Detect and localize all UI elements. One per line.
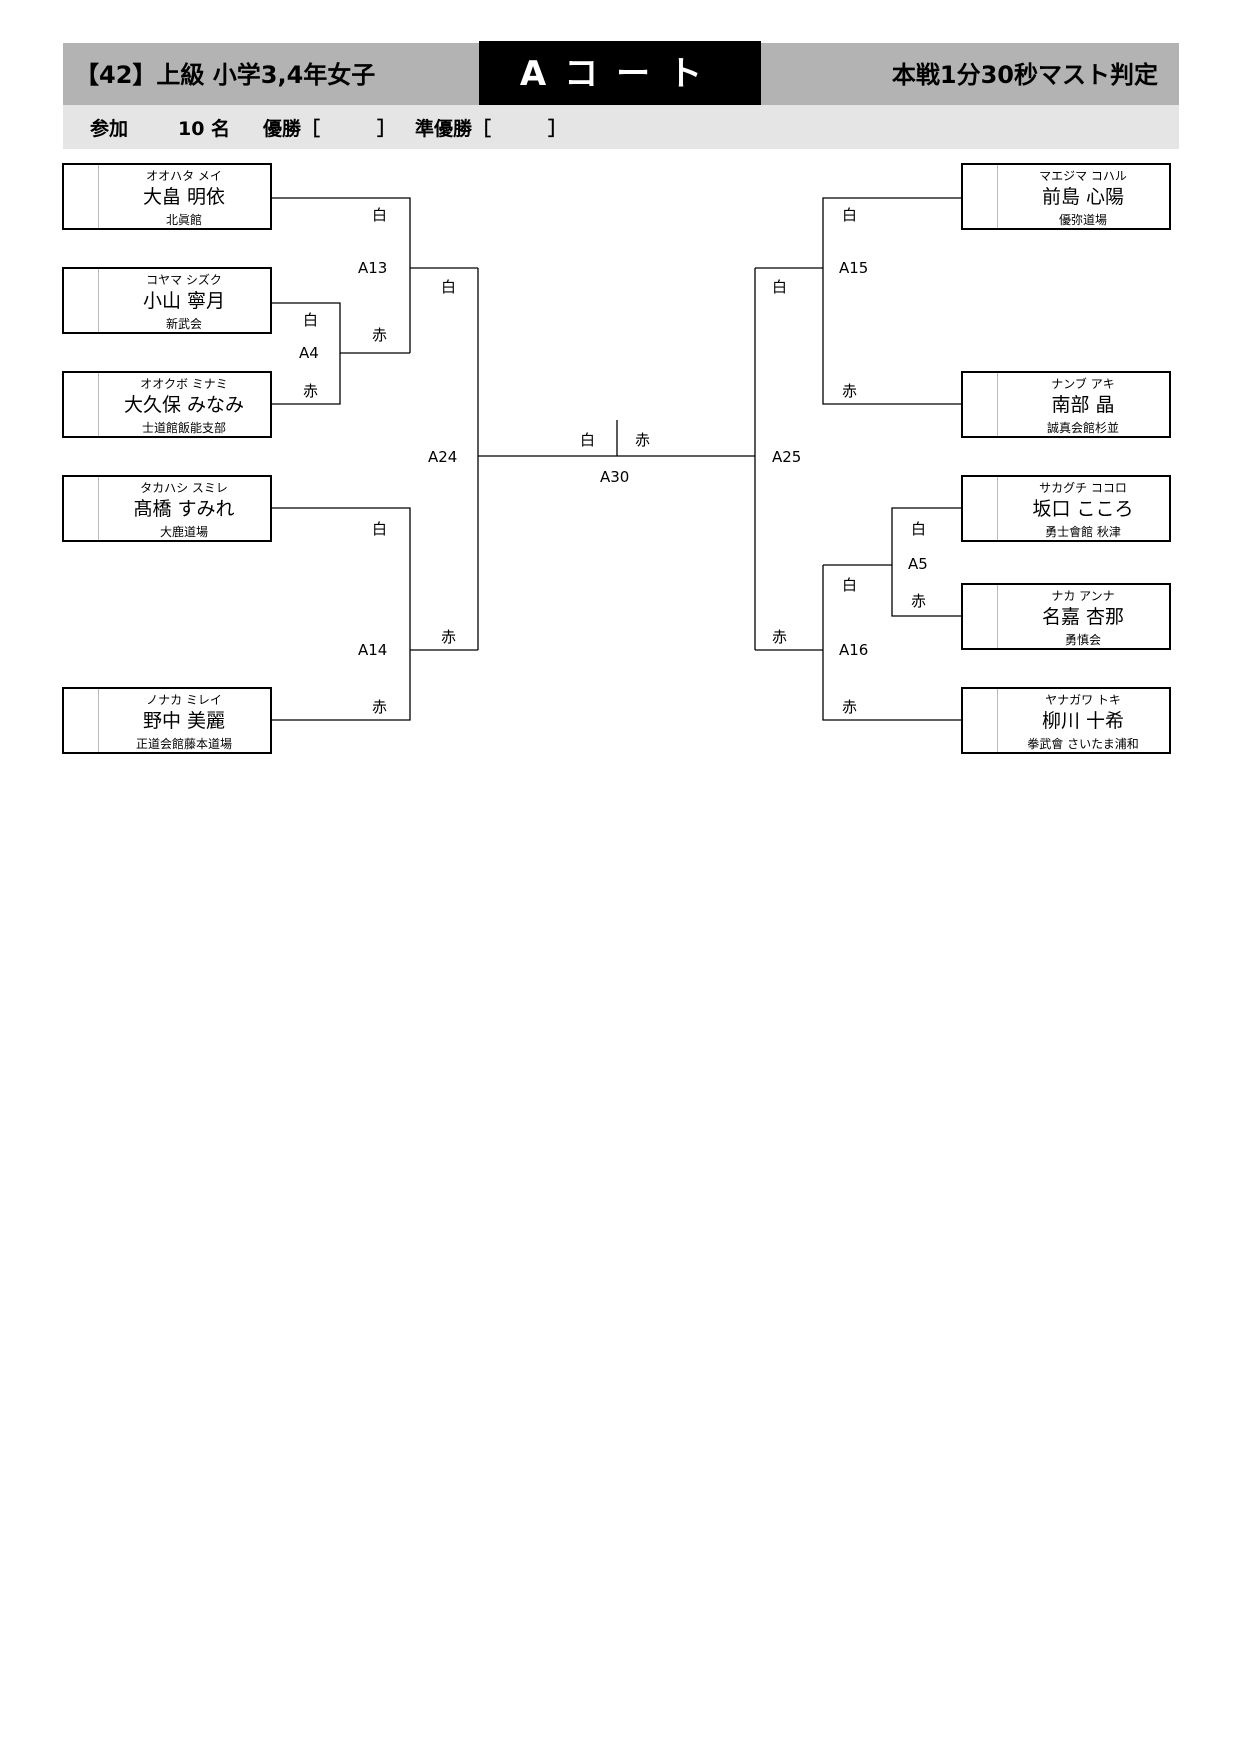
card-divider [997, 585, 998, 648]
entrant-dojo: 士道館飯能支部 [141, 421, 226, 435]
entrant-dojo: 誠真会館杉並 [1046, 421, 1119, 435]
entrant-kana: コヤマ シズク [146, 273, 222, 287]
match-label-a16: A16 [839, 641, 869, 659]
red-side-label: 赤 [911, 592, 927, 610]
entrant-dojo: 大鹿道場 [159, 525, 208, 539]
white-side-label: 白 [580, 431, 596, 449]
summary-bar [63, 105, 1179, 149]
entrant-kana: ヤナガワ トキ [1045, 693, 1121, 707]
entrant-card: コヤマ シズク 小山 寧月 新武会 [62, 267, 272, 334]
card-divider [997, 165, 998, 228]
card-divider [98, 373, 99, 436]
entrant-name: 坂口 こころ [1032, 498, 1134, 520]
division-title: 【42】上級 小学3,4年女子 [75, 61, 376, 89]
entrant-kana: ノナカ ミレイ [146, 693, 222, 707]
entrant-card: ヤナガワ トキ 柳川 十希 拳武會 さいたま浦和 [961, 687, 1171, 754]
white-side-label: 白 [303, 311, 319, 329]
court-label: Aコート [479, 41, 761, 107]
card-divider [997, 477, 998, 540]
entrant-dojo: 正道会館藤本道場 [135, 737, 232, 751]
winner-field: 優勝［ ］ [263, 118, 397, 140]
match-label-a4: A4 [299, 344, 319, 362]
white-side-label: 白 [772, 278, 788, 296]
red-side-label: 赤 [772, 628, 788, 646]
participants-label: 参加 [90, 118, 129, 140]
entrant-kana: オオクボ ミナミ [140, 377, 228, 391]
entrant-dojo: 新武会 [165, 317, 202, 331]
entrant-dojo: 勇慎会 [1064, 633, 1101, 647]
entrant-dojo: 勇士會館 秋津 [1045, 525, 1121, 539]
card-divider [98, 689, 99, 752]
entrant-name: 大畠 明依 [142, 186, 226, 208]
white-side-label: 白 [372, 206, 388, 224]
match-label-a30: A30 [600, 468, 630, 486]
match-label-a24: A24 [428, 448, 458, 466]
entrant-card: サカグチ ココロ 坂口 こころ 勇士會館 秋津 [961, 475, 1171, 542]
entrant-kana: ナンブ アキ [1051, 377, 1115, 391]
red-side-label: 赤 [441, 628, 457, 646]
entrant-dojo: 北眞館 [165, 213, 202, 227]
white-side-label: 白 [441, 278, 457, 296]
red-side-label: 赤 [372, 326, 388, 344]
entrant-card: ナカ アンナ 名嘉 杏那 勇慎会 [961, 583, 1171, 650]
match-label-a25: A25 [772, 448, 802, 466]
entrant-kana: サカグチ ココロ [1039, 481, 1127, 495]
card-divider [98, 269, 99, 332]
white-side-label: 白 [911, 520, 927, 538]
entrant-kana: オオハタ メイ [146, 169, 222, 183]
entrant-kana: マエジマ コハル [1039, 169, 1127, 183]
entrant-card: ノナカ ミレイ 野中 美麗 正道会館藤本道場 [62, 687, 272, 754]
entrant-name: 髙橋 すみれ [133, 498, 235, 520]
runner-up-field: 準優勝［ ］ [415, 118, 568, 140]
participants-count: 10 名 [178, 118, 231, 140]
entrant-card: マエジマ コハル 前島 心陽 優弥道場 [961, 163, 1171, 230]
match-rule: 本戦1分30秒マスト判定 [891, 61, 1158, 89]
match-label-a14: A14 [358, 641, 388, 659]
entrant-dojo: 拳武會 さいたま浦和 [1027, 737, 1139, 751]
white-side-label: 白 [842, 576, 858, 594]
entrant-name: 南部 晶 [1051, 394, 1115, 416]
red-side-label: 赤 [842, 698, 858, 716]
card-divider [98, 477, 99, 540]
entrant-card: タカハシ スミレ 髙橋 すみれ 大鹿道場 [62, 475, 272, 542]
entrant-name: 前島 心陽 [1041, 186, 1125, 208]
card-divider [98, 165, 99, 228]
entrant-name: 柳川 十希 [1041, 710, 1125, 732]
entrant-name: 野中 美麗 [142, 710, 226, 732]
red-side-label: 赤 [842, 382, 858, 400]
entrant-kana: タカハシ スミレ [140, 481, 228, 495]
entrant-card: オオクボ ミナミ 大久保 みなみ 士道館飯能支部 [62, 371, 272, 438]
match-label-a5: A5 [908, 555, 928, 573]
entrant-card: ナンブ アキ 南部 晶 誠真会館杉並 [961, 371, 1171, 438]
entrant-name: 名嘉 杏那 [1041, 606, 1125, 628]
match-label-a13: A13 [358, 259, 388, 277]
entrant-name: 小山 寧月 [142, 290, 226, 312]
white-side-label: 白 [372, 520, 388, 538]
entrant-card: オオハタ メイ 大畠 明依 北眞館 [62, 163, 272, 230]
red-side-label: 赤 [372, 698, 388, 716]
white-side-label: 白 [842, 206, 858, 224]
card-divider [997, 689, 998, 752]
red-side-label: 赤 [635, 431, 651, 449]
card-divider [997, 373, 998, 436]
entrant-name: 大久保 みなみ [123, 394, 245, 416]
match-label-a15: A15 [839, 259, 869, 277]
entrant-kana: ナカ アンナ [1051, 589, 1115, 603]
red-side-label: 赤 [303, 382, 319, 400]
entrant-dojo: 優弥道場 [1058, 213, 1107, 227]
